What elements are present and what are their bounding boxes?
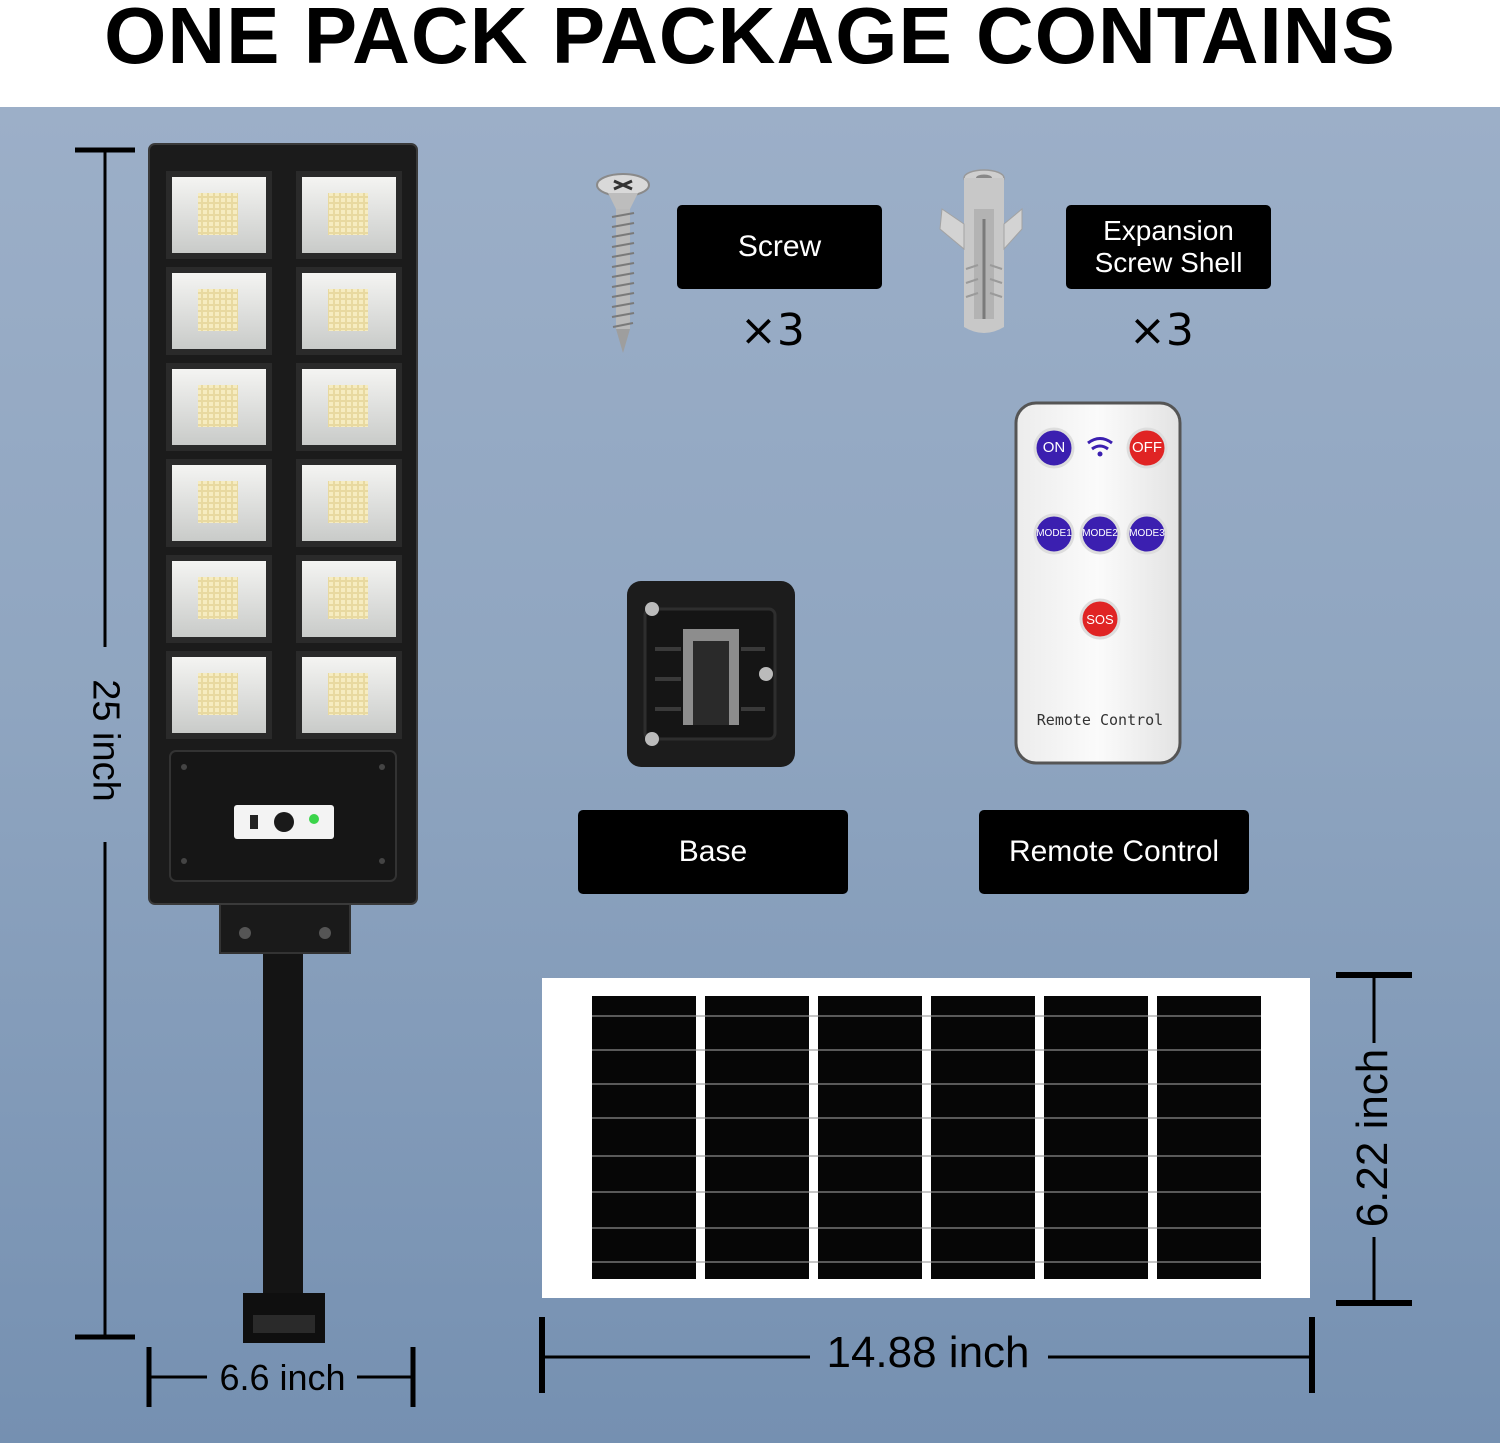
panel-height-label: 6.22 inch — [1348, 1048, 1397, 1228]
remote-btn-mode1: MODE1 — [1036, 528, 1072, 539]
remote-printed-text: Remote Control — [1036, 711, 1164, 729]
remote-btn-on: ON — [1042, 439, 1066, 456]
remote-btn-mode3: MODE3 — [1129, 528, 1165, 539]
solar-panel-image — [542, 978, 1310, 1298]
lamp-width-label: 6.6 inch — [219, 1357, 346, 1398]
base-image — [627, 581, 795, 767]
lamp-width-dimension — [146, 1347, 416, 1407]
expansion-shell-image — [939, 169, 1023, 333]
street-lamp-image — [148, 143, 418, 1343]
screw-label: Screw — [677, 205, 882, 289]
expansion-shell-quantity: ×3 — [1129, 305, 1194, 356]
page-title: ONE PACK PACKAGE CONTAINS — [104, 0, 1396, 80]
panel-width-label: 14.88 inch — [826, 1328, 1030, 1377]
remote-control-image — [1014, 401, 1182, 765]
base-label: Base — [578, 810, 848, 894]
remote-btn-off: OFF — [1132, 439, 1162, 456]
header: ONE PACK PACKAGE CONTAINS — [0, 0, 1500, 107]
lamp-height-label: 25 inch — [84, 679, 127, 802]
led-pod-row-1 — [166, 171, 402, 259]
remote-control-label: Remote Control — [979, 810, 1249, 894]
panel-width-dimension — [539, 1317, 1315, 1393]
expansion-shell-label-line1: Expansion — [1103, 215, 1234, 246]
lamp-height-dimension — [75, 147, 135, 1340]
screw-image — [596, 173, 650, 353]
product-stage: 25 inch 6.6 inch — [0, 107, 1500, 1443]
panel-height-dimension — [1336, 972, 1412, 1306]
expansion-shell-label-line2: Screw Shell — [1094, 247, 1243, 278]
remote-btn-sos: SOS — [1086, 612, 1114, 627]
expansion-shell-label: Expansion Screw Shell — [1066, 205, 1271, 289]
screw-quantity: ×3 — [740, 305, 805, 356]
remote-btn-mode2: MODE2 — [1082, 528, 1118, 539]
